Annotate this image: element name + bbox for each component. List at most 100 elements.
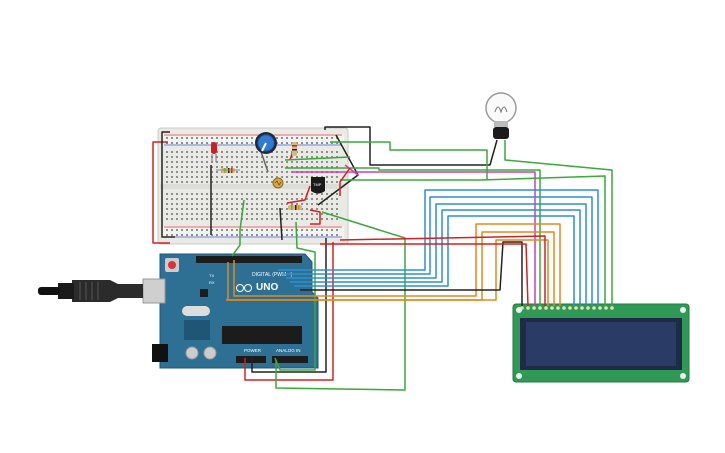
breadboard-hole [316, 198, 318, 200]
breadboard-hole [256, 213, 258, 215]
wire-magenta[interactable] [344, 164, 359, 176]
crystal [182, 306, 210, 316]
breadboard-hole [201, 151, 203, 153]
wire-blue[interactable] [282, 196, 593, 306]
potentiometer[interactable] [255, 132, 277, 154]
breadboard-hole [171, 171, 173, 173]
breadboard-hole [231, 213, 233, 215]
breadboard-hole [281, 166, 283, 168]
arduino-uno[interactable]: DIGITAL (PWM ~) UNO POWER ANALOG IN TX R… [152, 253, 319, 369]
wire-orange[interactable] [233, 223, 561, 306]
breadboard-hole [331, 166, 333, 168]
breadboard-hole [251, 193, 253, 195]
breadboard-hole [221, 137, 223, 139]
breadboard-hole [201, 161, 203, 163]
breadboard-hole [231, 208, 233, 210]
wire-black[interactable] [300, 241, 523, 306]
breadboard-hole [226, 151, 228, 153]
breadboard-hole [241, 151, 243, 153]
breadboard-hole [231, 193, 233, 195]
wire-black[interactable] [251, 238, 327, 373]
breadboard-hole [241, 203, 243, 205]
light-bulb[interactable] [485, 92, 517, 139]
wire-black[interactable] [161, 131, 175, 238]
wire-black[interactable] [324, 126, 498, 166]
breadboard-hole [276, 213, 278, 215]
breadboard-hole [321, 151, 323, 153]
wire-green[interactable] [275, 211, 406, 391]
wire-green[interactable] [274, 221, 316, 371]
breadboard-hole [311, 151, 313, 153]
breadboard-hole [276, 218, 278, 220]
wire-green[interactable] [504, 140, 613, 306]
wire-green[interactable] [284, 156, 351, 161]
breadboard-hole [281, 176, 283, 178]
breadboard-hole [266, 218, 268, 220]
breadboard-hole [271, 156, 273, 158]
resistor[interactable] [216, 168, 240, 173]
resistor[interactable] [292, 142, 297, 156]
wire-blue[interactable] [290, 209, 581, 306]
breadboard-hole [171, 137, 173, 139]
wire-orange[interactable] [226, 239, 549, 306]
breadboard-hole [306, 229, 308, 231]
breadboard-hole [181, 198, 183, 200]
wire-red[interactable] [339, 167, 351, 196]
tmp-label: TMP [313, 182, 322, 187]
breadboard-hole [236, 208, 238, 210]
breadboard-hole [306, 213, 308, 215]
breadboard[interactable] [157, 127, 349, 245]
breadboard-hole [281, 156, 283, 158]
wire-blue[interactable] [294, 215, 575, 306]
wire-green[interactable] [340, 175, 606, 306]
lcd-16x2[interactable] [512, 303, 690, 383]
breadboard-hole [171, 151, 173, 153]
breadboard-hole [191, 181, 193, 183]
breadboard-hole [321, 234, 323, 236]
temperature-sensor[interactable]: TMP [311, 177, 325, 194]
breadboard-hole [326, 193, 328, 195]
breadboard-hole [266, 176, 268, 178]
breadboard-hole [211, 234, 213, 236]
breadboard-hole [166, 137, 168, 139]
breadboard-hole [196, 203, 198, 205]
wire-blue[interactable] [286, 203, 587, 306]
breadboard-hole [251, 161, 253, 163]
breadboard-holes [166, 137, 338, 236]
wire-green[interactable] [330, 141, 488, 180]
breadboard-hole [321, 142, 323, 144]
breadboard-hole [266, 213, 268, 215]
resistor[interactable] [288, 205, 302, 210]
breadboard-hole [261, 203, 263, 205]
breadboard-hole [231, 218, 233, 220]
analog-header [272, 356, 308, 363]
wire-orange[interactable] [227, 231, 555, 306]
breadboard-hole [261, 171, 263, 173]
wire-red[interactable] [152, 141, 170, 244]
breadboard-hole [311, 198, 313, 200]
wire-red[interactable] [339, 235, 546, 306]
breadboard-hole [331, 229, 333, 231]
photoresistor[interactable] [272, 177, 284, 189]
wire-red[interactable] [286, 185, 311, 204]
wire-black[interactable] [279, 207, 283, 241]
breadboard-hole [166, 208, 168, 210]
wire-magenta[interactable] [292, 171, 536, 306]
breadboard-hole [266, 181, 268, 183]
breadboard-hole [271, 208, 273, 210]
breadboard-hole [286, 234, 288, 236]
wire-red[interactable] [320, 243, 529, 307]
breadboard-hole [261, 213, 263, 215]
breadboard-hole [301, 166, 303, 168]
wire-red[interactable] [244, 242, 334, 381]
wire-blue[interactable] [278, 189, 599, 306]
wire-green[interactable] [231, 199, 245, 257]
breadboard-hole [196, 151, 198, 153]
usb-cable[interactable] [38, 278, 166, 304]
breadboard-hole [186, 151, 188, 153]
breadboard-hole [211, 166, 213, 168]
breadboard-hole [271, 161, 273, 163]
wire-red[interactable] [309, 209, 321, 225]
red-led[interactable] [211, 142, 217, 162]
